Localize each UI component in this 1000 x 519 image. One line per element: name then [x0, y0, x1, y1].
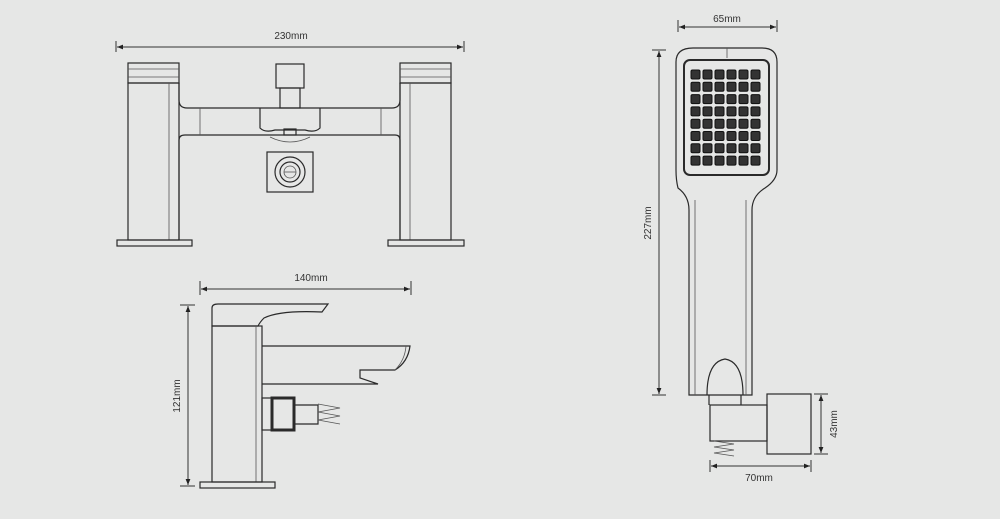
nozzle — [738, 143, 749, 154]
depth-label: 140mm — [294, 273, 327, 284]
holder-depth-label: 70mm — [745, 473, 773, 484]
width-label: 230mm — [274, 31, 307, 42]
nozzle — [714, 143, 725, 154]
nozzle — [726, 81, 737, 92]
nozzle — [690, 69, 701, 80]
holder-height-label: 43mm — [829, 410, 840, 438]
nozzle — [714, 106, 725, 117]
nozzle — [690, 106, 701, 117]
nozzle-grid — [690, 69, 761, 166]
nozzle — [738, 118, 749, 129]
nozzle — [738, 94, 749, 105]
nozzle — [738, 131, 749, 141]
front-view: 230mm — [115, 31, 465, 247]
nozzle — [726, 131, 737, 141]
nozzle — [690, 118, 701, 129]
nozzle — [726, 106, 737, 117]
nozzle — [750, 155, 761, 166]
handset-width-label: 65mm — [713, 14, 741, 25]
nozzle — [726, 143, 737, 154]
nozzle — [726, 118, 737, 129]
nozzle — [750, 143, 761, 154]
nozzle — [738, 106, 749, 117]
nozzle — [750, 118, 761, 129]
nozzle — [714, 131, 725, 141]
nozzle — [702, 69, 713, 80]
nozzle — [714, 81, 725, 92]
nozzle — [690, 143, 701, 154]
nozzle — [726, 155, 737, 166]
nozzle — [690, 81, 701, 92]
side-view: 140mm 121mm — [172, 273, 412, 489]
handset-view: 65mm 227mm 43mm 70mm — [643, 14, 840, 484]
nozzle — [702, 143, 713, 154]
nozzle — [702, 94, 713, 105]
nozzle — [702, 81, 713, 92]
nozzle — [750, 69, 761, 80]
nozzle — [690, 131, 701, 141]
nozzle — [726, 69, 737, 80]
nozzle — [750, 94, 761, 105]
nozzle — [714, 94, 725, 105]
handset-length-label: 227mm — [643, 206, 654, 239]
nozzle — [714, 69, 725, 80]
nozzle — [738, 81, 749, 92]
nozzle — [702, 106, 713, 117]
nozzle — [726, 94, 737, 105]
nozzle — [750, 81, 761, 92]
nozzle — [702, 155, 713, 166]
nozzle — [702, 131, 713, 141]
nozzle — [714, 118, 725, 129]
nozzle — [750, 131, 761, 141]
nozzle — [750, 106, 761, 117]
nozzle — [702, 118, 713, 129]
nozzle — [714, 155, 725, 166]
nozzle — [690, 155, 701, 166]
height-label: 121mm — [172, 379, 183, 412]
nozzle — [738, 69, 749, 80]
nozzle — [690, 94, 701, 105]
nozzle — [738, 155, 749, 166]
